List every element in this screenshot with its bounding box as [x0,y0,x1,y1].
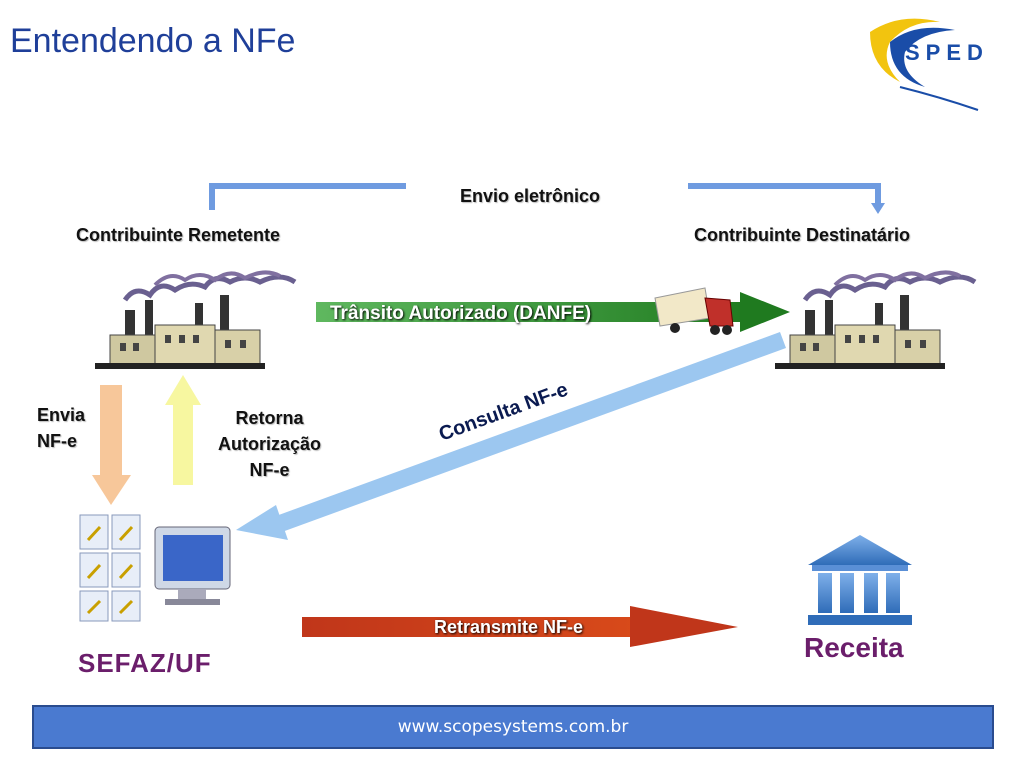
retorna-line2: Autorização [217,434,322,454]
logo-text: SPED [905,40,989,65]
retorna-line3: NF-e [249,460,290,480]
retorna-line1: Retorna [235,408,304,428]
sefaz-computer-icon [79,514,231,622]
envia-arrow [92,385,131,505]
envio-eletronico-label: Envio eletrônico [460,186,601,206]
truck-icon [654,287,734,335]
transito-arrow [316,292,790,332]
receita-bank-icon [808,535,912,625]
diagram-canvas [79,183,977,647]
consulta-arrow [236,332,786,540]
transito-label: Trânsito Autorizado (DANFE) [330,303,592,324]
sefaz-label: SEFAZ/UF [78,648,212,678]
sped-logo [870,18,979,111]
retorna-label: Retorna Autorização NF-e [202,405,337,483]
footer-url[interactable]: www.scopesystems.com.br [397,717,629,737]
destinatario-label: Contribuinte Destinatário [694,225,911,245]
page-title: Entendendo a NFe [10,22,296,60]
receita-label: Receita [804,632,904,663]
factory-remetente-icon [95,270,297,369]
remetente-label: Contribuinte Remetente [76,225,281,245]
envio-connector [209,183,885,214]
footer-bar: www.scopesystems.com.br [32,705,994,749]
envia-label: Envia NF-e [37,402,85,454]
envia-line1: Envia [37,405,86,425]
retorna-arrow [165,375,201,485]
retransmite-arrow [302,606,738,647]
factory-destinatario-icon [775,270,977,369]
envia-line2: NF-e [37,431,77,451]
retransmite-label: Retransmite NF-e [434,617,584,637]
